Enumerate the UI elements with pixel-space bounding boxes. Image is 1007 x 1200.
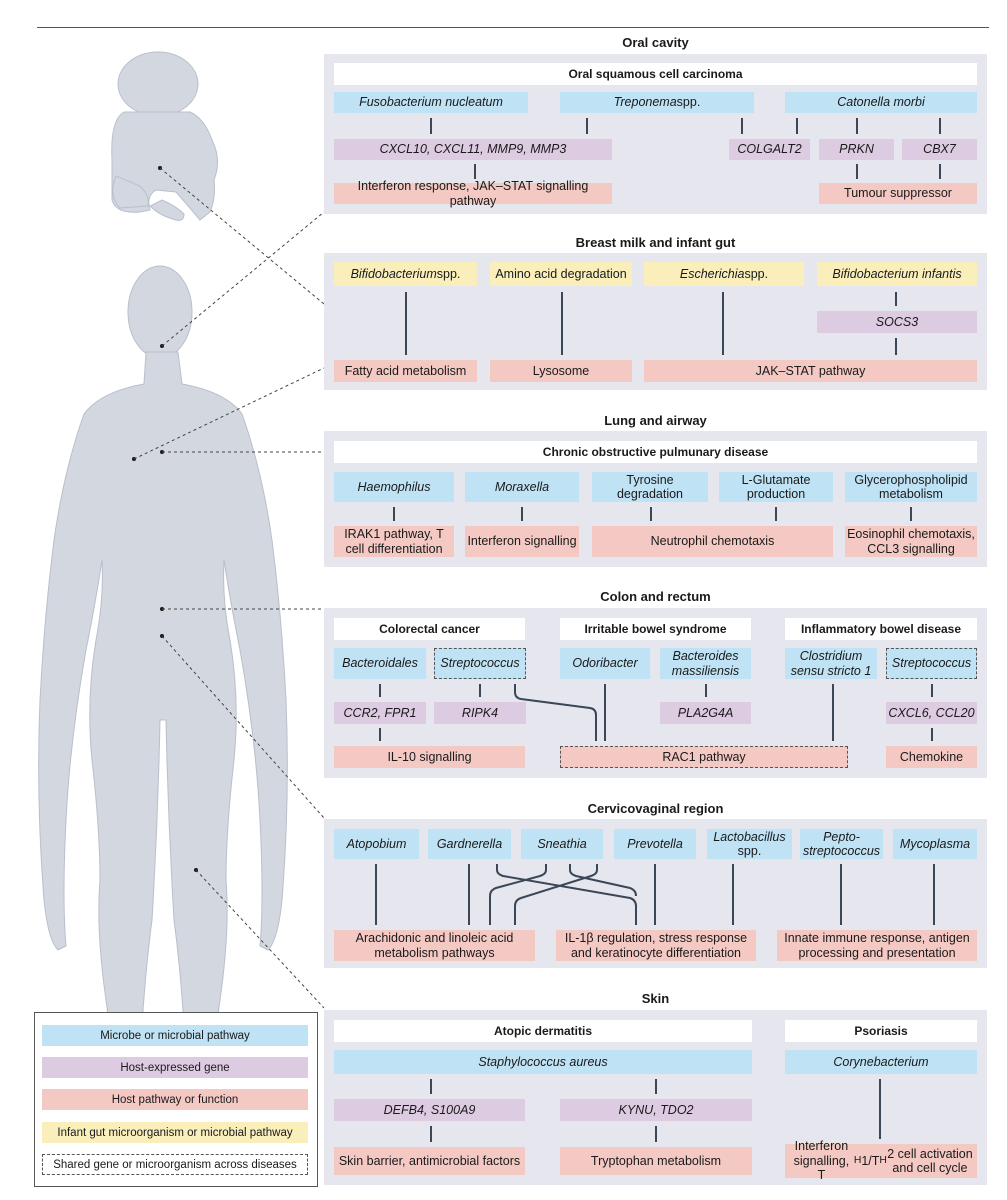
microbe-haemophilus: Haemophilus — [334, 472, 454, 502]
infant-bifidobacterium-infantis: Bifidobacterium infantis — [817, 262, 977, 286]
microbe-gardnerella: Gardnerella — [428, 829, 511, 859]
infant-figure — [111, 51, 218, 221]
microbe-staphylococcus: Staphylococcus aureus — [334, 1050, 752, 1074]
section-title-colon: Colon and rectum — [600, 589, 711, 604]
gene-cxcl6: CXCL6, CCL20 — [886, 702, 977, 724]
pathway-lysosome: Lysosome — [490, 360, 632, 382]
microbe-streptococcus-ibd: Streptococcus — [886, 648, 977, 679]
subtitle-lung: Chronic obstructive pulmunary disease — [334, 441, 977, 463]
microbe-bacteroidales: Bacteroidales — [334, 648, 426, 679]
woman-figure — [38, 265, 288, 1170]
pathway-skin-barrier: Skin barrier, antimicrobial factors — [334, 1147, 525, 1175]
gene-defb4: DEFB4, S100A9 — [334, 1099, 525, 1121]
microbe-mycoplasma: Mycoplasma — [893, 829, 977, 859]
gene-cxcl10: CXCL10, CXCL11, MMP9, MMP3 — [334, 139, 612, 160]
pathway-irak1: IRAK1 pathway, T cell differentiation — [334, 526, 454, 557]
pathway-neutrophil: Neutrophil chemotaxis — [592, 526, 833, 557]
microbe-streptococcus-crc: Streptococcus — [434, 648, 526, 679]
legend-microbe: Microbe or microbial pathway — [42, 1025, 308, 1046]
microbe-atopobium: Atopobium — [334, 829, 419, 859]
section-title-cervico: Cervicovaginal region — [587, 801, 724, 816]
legend-gene: Host-expressed gene — [42, 1057, 308, 1078]
subtitle-ibs: Irritable bowel syndrome — [560, 618, 751, 640]
top-rule — [37, 27, 989, 28]
section-title-lung: Lung and airway — [604, 413, 707, 428]
connector-lines — [133, 167, 325, 1009]
gene-socs3: SOCS3 — [817, 311, 977, 333]
microbe-treponema: Treponema spp. — [560, 92, 754, 113]
microbe-clostridium: Clostridium sensu stricto 1 — [785, 648, 877, 679]
microbe-odoribacter: Odoribacter — [560, 648, 650, 679]
microbe-prevotella: Prevotella — [614, 829, 696, 859]
subtitle-crc: Colorectal cancer — [334, 618, 525, 640]
infant-amino-acid: Amino acid degradation — [490, 262, 632, 286]
subtitle-atopic: Atopic dermatitis — [334, 1020, 752, 1042]
gene-prkn: PRKN — [819, 139, 894, 160]
legend-shared: Shared gene or microorganism across dise… — [42, 1154, 308, 1175]
pathway-rac1: RAC1 pathway — [560, 746, 848, 768]
section-title-milk: Breast milk and infant gut — [575, 235, 736, 250]
pathway-innate-immune: Innate immune response, antigen processi… — [777, 930, 977, 961]
legend: Microbe or microbial pathway Host-expres… — [34, 1012, 318, 1187]
gene-ripk4: RIPK4 — [434, 702, 526, 724]
pathway-chemokine: Chemokine — [886, 746, 977, 768]
microbe-sneathia: Sneathia — [521, 829, 603, 859]
microbe-fusobacterium: Fusobacterium nucleatum — [334, 92, 528, 113]
pathway-tumour-suppressor: Tumour suppressor — [819, 183, 977, 204]
microbe-catonella: Catonella morbi — [785, 92, 977, 113]
pathway-fatty-acid: Fatty acid metabolism — [334, 360, 477, 382]
gene-cbx7: CBX7 — [902, 139, 977, 160]
legend-infant: Infant gut microorganism or microbial pa… — [42, 1122, 308, 1143]
microbe-lactobacillus: Lactobacillus spp. — [707, 829, 792, 859]
legend-pathway: Host pathway or function — [42, 1089, 308, 1110]
gene-colgalt2: COLGALT2 — [729, 139, 810, 160]
microbe-tyrosine: Tyrosine degradation — [592, 472, 708, 502]
gene-pla2g4a: PLA2G4A — [660, 702, 751, 724]
pathway-tryptophan: Tryptophan metabolism — [560, 1147, 752, 1175]
section-title-oral: Oral cavity — [622, 35, 689, 50]
microbe-corynebacterium: Corynebacterium — [785, 1050, 977, 1074]
pathway-jak-stat: JAK–STAT pathway — [644, 360, 977, 382]
section-title-skin: Skin — [641, 991, 670, 1006]
subtitle-psoriasis: Psoriasis — [785, 1020, 977, 1042]
subtitle-oral: Oral squamous cell carcinoma — [334, 63, 977, 85]
pathway-eosinophil: Eosinophil chemotaxis, CCL3 signalling — [845, 526, 977, 557]
pathway-arachidonic: Arachidonic and linoleic acid metabolism… — [334, 930, 535, 961]
microbe-l-glutamate: L-Glutamate production — [719, 472, 833, 502]
microbe-bacteroides-massiliensis: Bacteroides massiliensis — [660, 648, 751, 679]
pathway-il1b: IL-1β regulation, stress response and ke… — [556, 930, 756, 961]
subtitle-ibd: Inflammatory bowel disease — [785, 618, 977, 640]
gene-ccr2: CCR2, FPR1 — [334, 702, 426, 724]
infant-bifidobacterium: Bifidobacterium spp. — [334, 262, 477, 286]
gene-kynu: KYNU, TDO2 — [560, 1099, 752, 1121]
pathway-interferon-signalling: Interferon signalling — [465, 526, 579, 557]
microbe-glycerophospholipid: Glycerophospholipid metabolism — [845, 472, 977, 502]
microbe-moraxella: Moraxella — [465, 472, 579, 502]
infant-escherichia: Escherichia spp. — [644, 262, 804, 286]
pathway-il10: IL-10 signalling — [334, 746, 525, 768]
microbe-peptostreptococcus: Pepto-streptococcus — [800, 829, 883, 859]
